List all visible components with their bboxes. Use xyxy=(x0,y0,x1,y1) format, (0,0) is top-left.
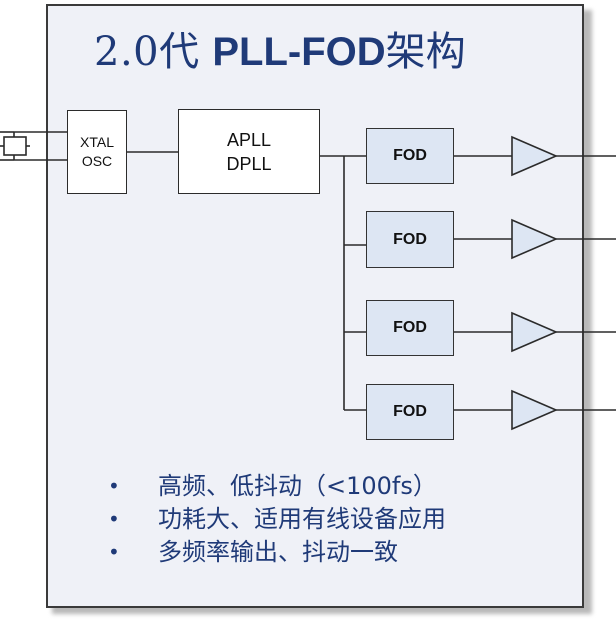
bullet-marker: • xyxy=(108,540,120,564)
xtal-label: XTAL xyxy=(80,134,114,150)
buffer-icon-2 xyxy=(511,218,559,260)
feature-item: • 功耗大、适用有线设备应用 xyxy=(108,503,446,536)
buffer-icon-4 xyxy=(511,389,559,431)
diagram-panel xyxy=(46,4,584,608)
apll-dpll-block: APLL DPLL xyxy=(178,109,320,194)
buffer-icon-1 xyxy=(511,135,559,177)
fod-block-4: FOD xyxy=(366,384,454,440)
xtal-osc-block: XTAL OSC xyxy=(67,110,127,194)
fod-label: FOD xyxy=(393,319,427,336)
feature-item: • 多频率输出、抖动一致 xyxy=(108,536,446,569)
title-suffix: 架构 xyxy=(385,29,466,75)
bullet-marker: • xyxy=(108,507,120,531)
feature-text: 高频、低抖动（<100fs） xyxy=(158,472,437,500)
feature-text: 功耗大、适用有线设备应用 xyxy=(158,505,446,533)
dpll-label: DPLL xyxy=(226,153,272,174)
title-pll-fod: PLL-FOD xyxy=(212,30,386,74)
fod-block-1: FOD xyxy=(366,128,454,184)
feature-item: • 高频、低抖动（<100fs） xyxy=(108,470,446,503)
bullet-marker: • xyxy=(108,474,120,498)
fod-label: FOD xyxy=(393,403,427,420)
fod-label: FOD xyxy=(393,147,427,164)
feature-text: 多频率输出、抖动一致 xyxy=(158,538,398,566)
crystal-resonator-icon xyxy=(0,131,30,161)
feature-list: • 高频、低抖动（<100fs） • 功耗大、适用有线设备应用 • 多频率输出、抖动一… xyxy=(108,470,446,569)
fod-block-3: FOD xyxy=(366,300,454,356)
title-version: 2.0代 xyxy=(94,29,200,75)
apll-label: APLL xyxy=(226,129,272,150)
fod-label: FOD xyxy=(393,230,427,248)
fod-block-2: FOD xyxy=(366,211,454,268)
buffer-icon-3 xyxy=(511,311,559,353)
osc-label: OSC xyxy=(81,153,113,169)
diagram-title: 2.0代 PLL-FOD架构 xyxy=(94,26,466,78)
